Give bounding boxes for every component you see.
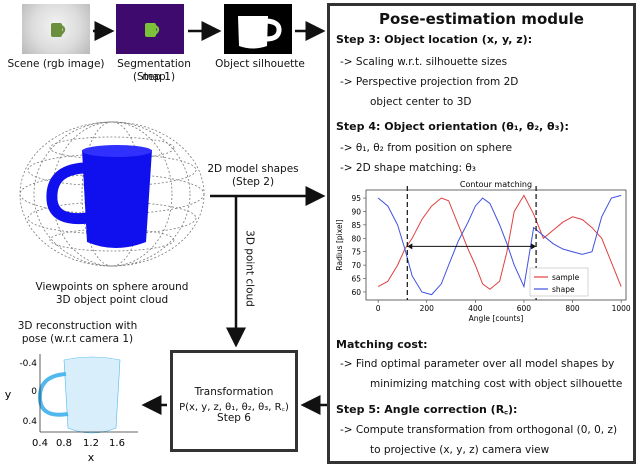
step3-heading: Step 3: Object location (x, y, z): [336, 33, 533, 46]
segmentation-sublabel: (Step 1) [132, 71, 176, 83]
recon-xtick: 0.4 [32, 438, 48, 449]
shift-arrow-head-right [531, 243, 537, 250]
series-line-sample [377, 194, 622, 290]
matching-cost-line2: minimizing matching cost with object sil… [370, 378, 623, 390]
x-tick-label: 400 [468, 304, 483, 313]
y-tick-label: 60 [351, 288, 361, 297]
step4-line2: -> 2D shape matching: θ₃ [340, 162, 477, 174]
x-tick-label: 200 [420, 304, 435, 313]
recon-xlabel: x [88, 451, 95, 464]
transformation-formula: P(x, y, z, θ₁, θ₂, θ₃, R꜀) [179, 402, 289, 413]
step3-line3: object center to 3D [370, 96, 472, 108]
x-axis-label: Angle [counts] [469, 314, 524, 323]
y-tick-label: 80 [351, 234, 361, 243]
transformation-box: Transformation P(x, y, z, θ₁, θ₂, θ₃, R꜀… [170, 350, 298, 452]
recon-ylabel: y [5, 388, 12, 401]
recon-title-line1: 3D reconstruction with [17, 320, 138, 332]
x-tick-label: 600 [517, 304, 532, 313]
recon-ytick: 0 [31, 387, 37, 397]
segmentation-map-image [116, 4, 184, 54]
model-shapes-sublabel: (Step 2) [231, 176, 275, 188]
silhouette-image [224, 4, 292, 54]
chart-title: Contour matching [460, 180, 532, 189]
contour-matching-chart: Contour matching 60 65 70 75 80 85 90 95 0 200 400 6… [335, 180, 631, 323]
recon-xtick: 1.2 [83, 438, 99, 449]
step3-line1: -> Scaling w.r.t. silhouette sizes [340, 56, 508, 68]
x-tick-label: 800 [565, 304, 580, 313]
step4-line1: -> θ₁, θ₂ from position on sphere [340, 142, 513, 154]
y-axis-label: Radius [pixel] [335, 219, 344, 270]
sphere-caption-line1: Viewpoints on sphere around [35, 281, 189, 293]
legend-label-sample: sample [552, 273, 580, 282]
transformation-title: Transformation [194, 386, 274, 398]
x-tick-label: 1000 [612, 304, 631, 313]
y-tick-label: 85 [351, 221, 361, 230]
viewpoint-sphere [19, 121, 205, 267]
pose-estimation-module: Pose-estimation module Step 3: Object lo… [327, 3, 636, 464]
y-tick-label: 95 [351, 194, 361, 203]
step5-line1: -> Compute transformation from orthogona… [340, 424, 618, 436]
step4-heading: Step 4: Object orientation (θ₁, θ₂, θ₃): [336, 120, 569, 133]
point-cloud-mug [37, 356, 121, 434]
point-cloud-label: 3D point cloud [243, 230, 256, 307]
y-tick-label: 75 [351, 248, 361, 257]
series-line-shape [377, 194, 622, 296]
scene-label: Scene (rgb image) [7, 58, 105, 70]
y-tick-label: 65 [351, 275, 361, 284]
legend-label-shape: shape [552, 285, 575, 294]
y-tick-label: 90 [351, 207, 361, 216]
recon-ytick: -0.4 [19, 359, 37, 369]
recon-title-line2: pose (w.r.t camera 1) [21, 333, 134, 345]
chart-legend [529, 267, 589, 297]
silhouette-label: Object silhouette [215, 58, 305, 70]
y-tick-label: 70 [351, 261, 361, 270]
sphere-caption-line2: 3D object point cloud [55, 294, 169, 306]
scene-image [22, 4, 90, 54]
model-shapes-label: 2D model shapes [207, 163, 299, 175]
segmentation-label: Segmentation map [117, 58, 191, 83]
matching-cost-heading: Matching cost: [336, 338, 428, 351]
recon-ytick: 0.4 [23, 417, 38, 427]
matching-cost-line1: -> Find optimal parameter over all model… [340, 358, 615, 370]
recon-xtick: 1.6 [109, 438, 125, 449]
step5-line2: to projective (x, y, z) camera view [370, 444, 550, 456]
x-tick-label: 0 [376, 304, 381, 313]
transformation-step: Step 6 [217, 412, 251, 424]
step5-heading: Step 5: Angle correction (R꜀): [336, 403, 518, 416]
step3-line2: -> Perspective projection from 2D [340, 76, 519, 88]
recon-xtick: 0.8 [56, 438, 72, 449]
module-title: Pose-estimation module [379, 10, 584, 28]
recon-plot: 0.4 0.8 1.2 1.6 x -0.4 0 0.4 y [5, 354, 138, 464]
mug-model-shape [82, 147, 152, 248]
shift-arrow-head-left [407, 243, 413, 250]
